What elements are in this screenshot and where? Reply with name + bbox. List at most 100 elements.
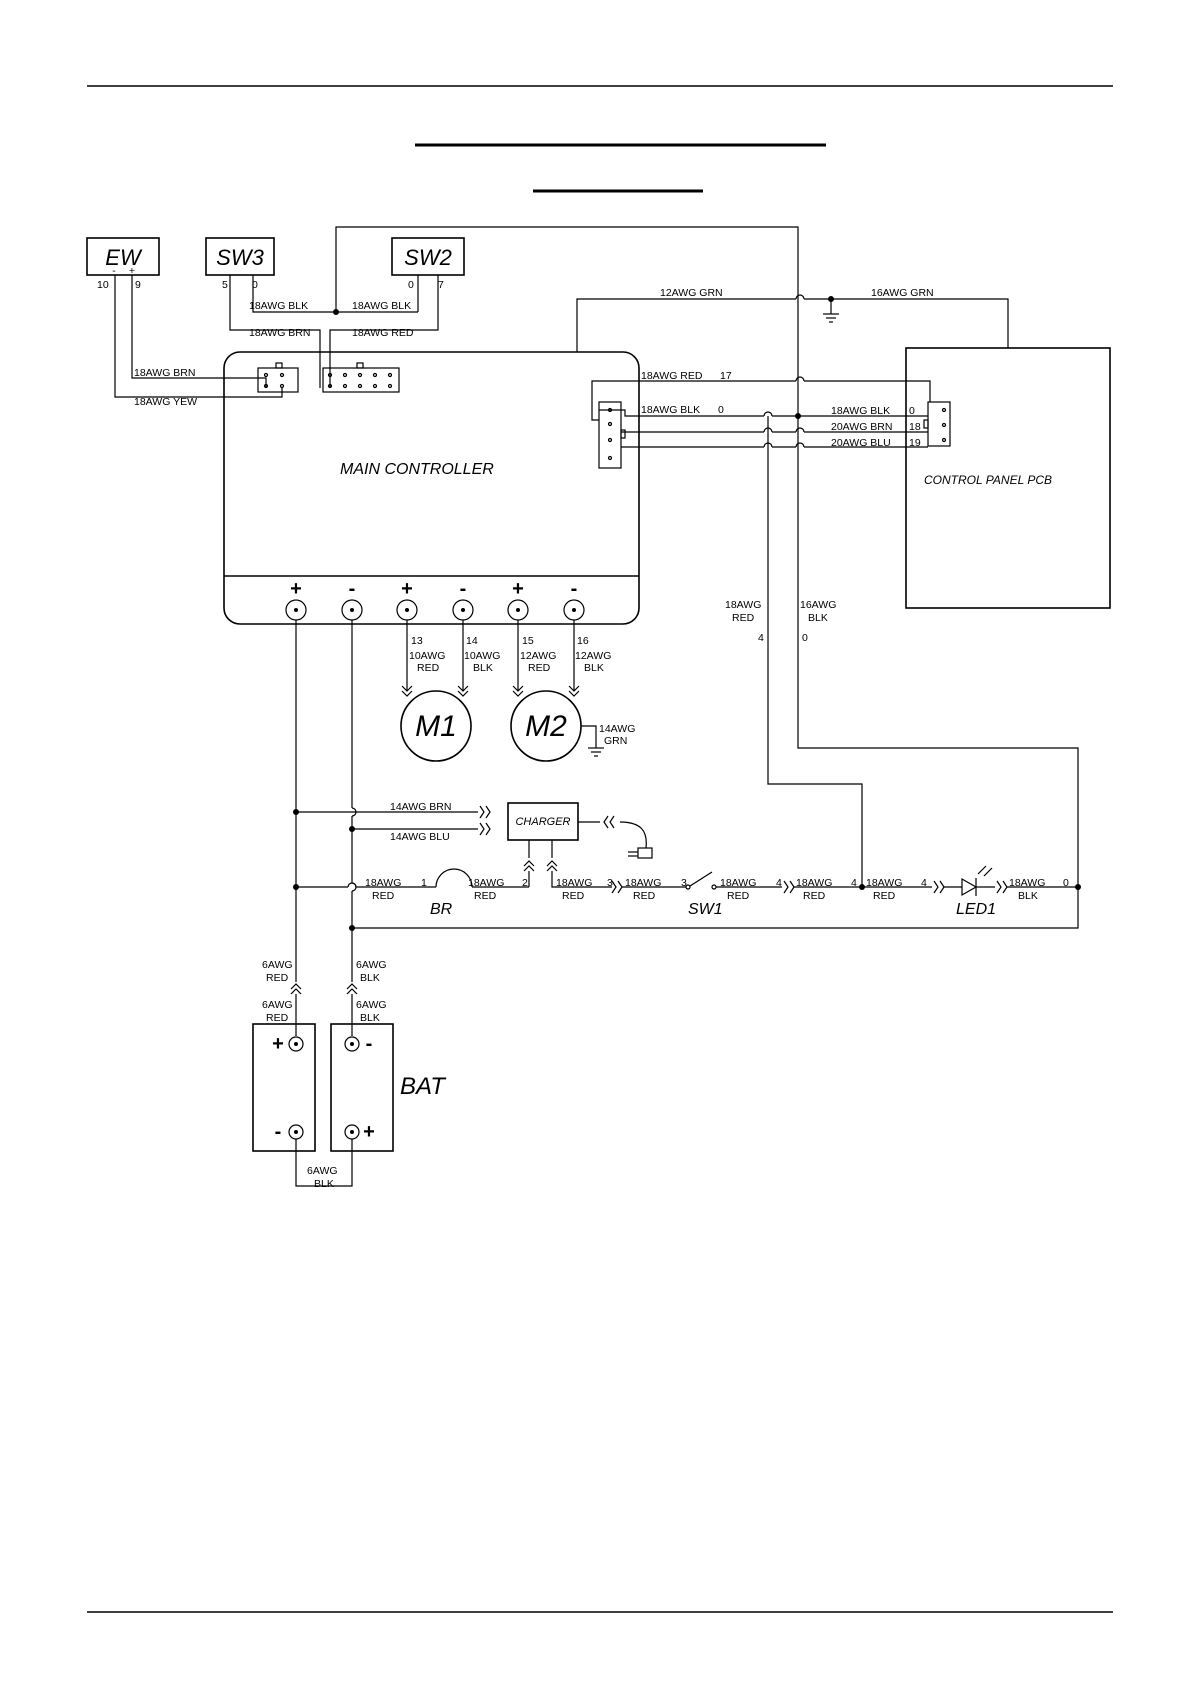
charger-wire-brn: 14AWG BRN xyxy=(390,801,451,813)
chain-8-color: BLK xyxy=(1018,890,1038,902)
ew-pin-9: 9 xyxy=(135,279,141,291)
chain-number-4c: 4 xyxy=(921,877,927,889)
switch-connector xyxy=(322,367,400,393)
charger-label: CHARGER xyxy=(515,816,570,828)
wire-label-red-sw2: 18AWG RED xyxy=(352,327,414,339)
m2-pos-gauge: 12AWG xyxy=(520,650,556,662)
ew-label: EW xyxy=(105,245,143,270)
terminal-4-sign: - xyxy=(460,578,467,600)
battery-pack: + - - + 6AWG BLK BAT xyxy=(252,1023,447,1190)
main-controller: MAIN CONTROLLER + - + - + - xyxy=(223,351,640,625)
m2-neg-color: BLK xyxy=(584,662,604,674)
m1-pos-color: RED xyxy=(417,662,440,674)
chain-3-color: RED xyxy=(562,890,585,902)
sw2-pin-7: 7 xyxy=(438,279,444,291)
vert-label-blk-a: 16AWG xyxy=(800,599,836,611)
ew-pin-10: 10 xyxy=(97,279,109,291)
wire-label-grn12: 12AWG GRN xyxy=(660,287,723,299)
chain-5-gauge: 18AWG xyxy=(720,877,756,889)
ew-switch: EW - + 10 9 xyxy=(86,237,160,291)
battery-1-minus: - xyxy=(275,1121,282,1143)
battery-1-plus: + xyxy=(272,1033,284,1055)
bat-label: BAT xyxy=(400,1073,447,1100)
wire-label-red17: 18AWG RED xyxy=(641,370,703,382)
chain-2-gauge: 18AWG xyxy=(468,877,504,889)
bat-lead-blk-gauge: 6AWG xyxy=(356,999,387,1011)
wire-label-brn-ew: 18AWG BRN xyxy=(134,367,195,379)
sw2-switch: SW2 0 7 xyxy=(391,237,465,291)
bat-feed-blk-color: BLK xyxy=(360,972,380,984)
battery-link-gauge: 6AWG xyxy=(307,1165,338,1177)
m2-ground-gauge: 14AWG xyxy=(599,723,635,735)
motor-m1 xyxy=(400,690,472,762)
chain-number-2: 2 xyxy=(522,877,528,889)
chain-number-1: 1 xyxy=(421,877,427,889)
sw3-pin-0: 0 xyxy=(252,279,258,291)
chain-3-gauge: 18AWG xyxy=(556,877,592,889)
chain-number-4a: 4 xyxy=(776,877,782,889)
vert-number-0: 0 xyxy=(802,632,808,644)
m1-neg-color: BLK xyxy=(473,662,493,674)
bat-lead-red-gauge: 6AWG xyxy=(262,999,293,1011)
ew-plus: + xyxy=(129,265,135,277)
main-controller-label: MAIN CONTROLLER xyxy=(340,461,494,478)
chain-7-gauge: 18AWG xyxy=(866,877,902,889)
panel-wiring: 12AWG GRN 16AWG GRN 18AWG RED 17 18AWG B… xyxy=(576,287,1009,888)
m1-pos-gauge: 10AWG xyxy=(409,650,445,662)
bat-lead-red-color: RED xyxy=(266,1012,289,1024)
m1-neg-gauge: 10AWG xyxy=(464,650,500,662)
terminal-5-sign: + xyxy=(512,578,524,600)
sw2-pin-0: 0 xyxy=(408,279,414,291)
chain-8-gauge: 18AWG xyxy=(1009,877,1045,889)
sw1-switch xyxy=(689,871,713,887)
sw3-label: SW3 xyxy=(216,245,264,270)
bat-lead-blk-color: BLK xyxy=(360,1012,380,1024)
battery-cell-2 xyxy=(330,1023,394,1152)
bat-feed-red-gauge: 6AWG xyxy=(262,959,293,971)
m2-pos-color: RED xyxy=(528,662,551,674)
vert-label-red-a: 18AWG xyxy=(725,599,761,611)
charger: 14AWG BRN 14AWG BLU CHARGER xyxy=(296,801,653,888)
wire-label-blk-sw3: 18AWG BLK xyxy=(249,300,308,312)
motor-pin-16: 16 xyxy=(577,635,589,647)
sw2-label: SW2 xyxy=(404,245,452,270)
wire-label-yew-ew: 18AWG YEW xyxy=(134,396,197,408)
sw3-switch: SW3 5 0 xyxy=(205,237,275,291)
sw1-label: SW1 xyxy=(688,901,723,918)
switch-wiring: 18AWG BLK 18AWG BLK 18AWG BRN 18AWG RED … xyxy=(114,226,1079,888)
battery-feed: 6AWG RED 6AWG BLK 6AWG RED 6AWG BLK xyxy=(262,620,387,1036)
terminal-6-sign: - xyxy=(571,578,578,600)
chain-number-3b: 3 xyxy=(681,877,687,889)
m2-neg-gauge: 12AWG xyxy=(575,650,611,662)
wire-number-0a: 0 xyxy=(718,404,724,416)
vert-label-blk-b: BLK xyxy=(808,612,828,624)
control-panel-pcb: CONTROL PANEL PCB xyxy=(905,347,1111,609)
battery-2-plus: + xyxy=(363,1121,375,1143)
motor-pin-14: 14 xyxy=(466,635,478,647)
cp-number-19: 19 xyxy=(909,437,921,449)
charger-wire-blu: 14AWG BLU xyxy=(390,831,450,843)
led1-diode xyxy=(961,877,978,897)
terminal-2-sign: - xyxy=(349,578,356,600)
chain-6-color: RED xyxy=(803,890,826,902)
chain-4-gauge: 18AWG xyxy=(625,877,661,889)
motor-m2-label: M2 xyxy=(525,710,567,743)
battery-2-minus: - xyxy=(366,1033,373,1055)
ew-minus: - xyxy=(112,265,116,277)
motor-pin-15: 15 xyxy=(522,635,534,647)
wire-label-blk0: 18AWG BLK xyxy=(641,404,700,416)
battery-link-color: BLK xyxy=(314,1178,334,1190)
chain-2-color: RED xyxy=(474,890,497,902)
bat-feed-red-color: RED xyxy=(266,972,289,984)
led1-label: LED1 xyxy=(956,901,996,918)
chain-1-gauge: 18AWG xyxy=(365,877,401,889)
chain-number-4b: 4 xyxy=(851,877,857,889)
terminal-1-sign: + xyxy=(290,578,302,600)
chain-6-gauge: 18AWG xyxy=(796,877,832,889)
cp-label-blk: 18AWG BLK xyxy=(831,405,890,417)
wire-label-blk-sw2: 18AWG BLK xyxy=(352,300,411,312)
cp-label-blu: 20AWG BLU xyxy=(831,437,891,449)
cp-number-0: 0 xyxy=(909,405,915,417)
chain-4-color: RED xyxy=(633,890,656,902)
ew-connector xyxy=(257,367,299,393)
